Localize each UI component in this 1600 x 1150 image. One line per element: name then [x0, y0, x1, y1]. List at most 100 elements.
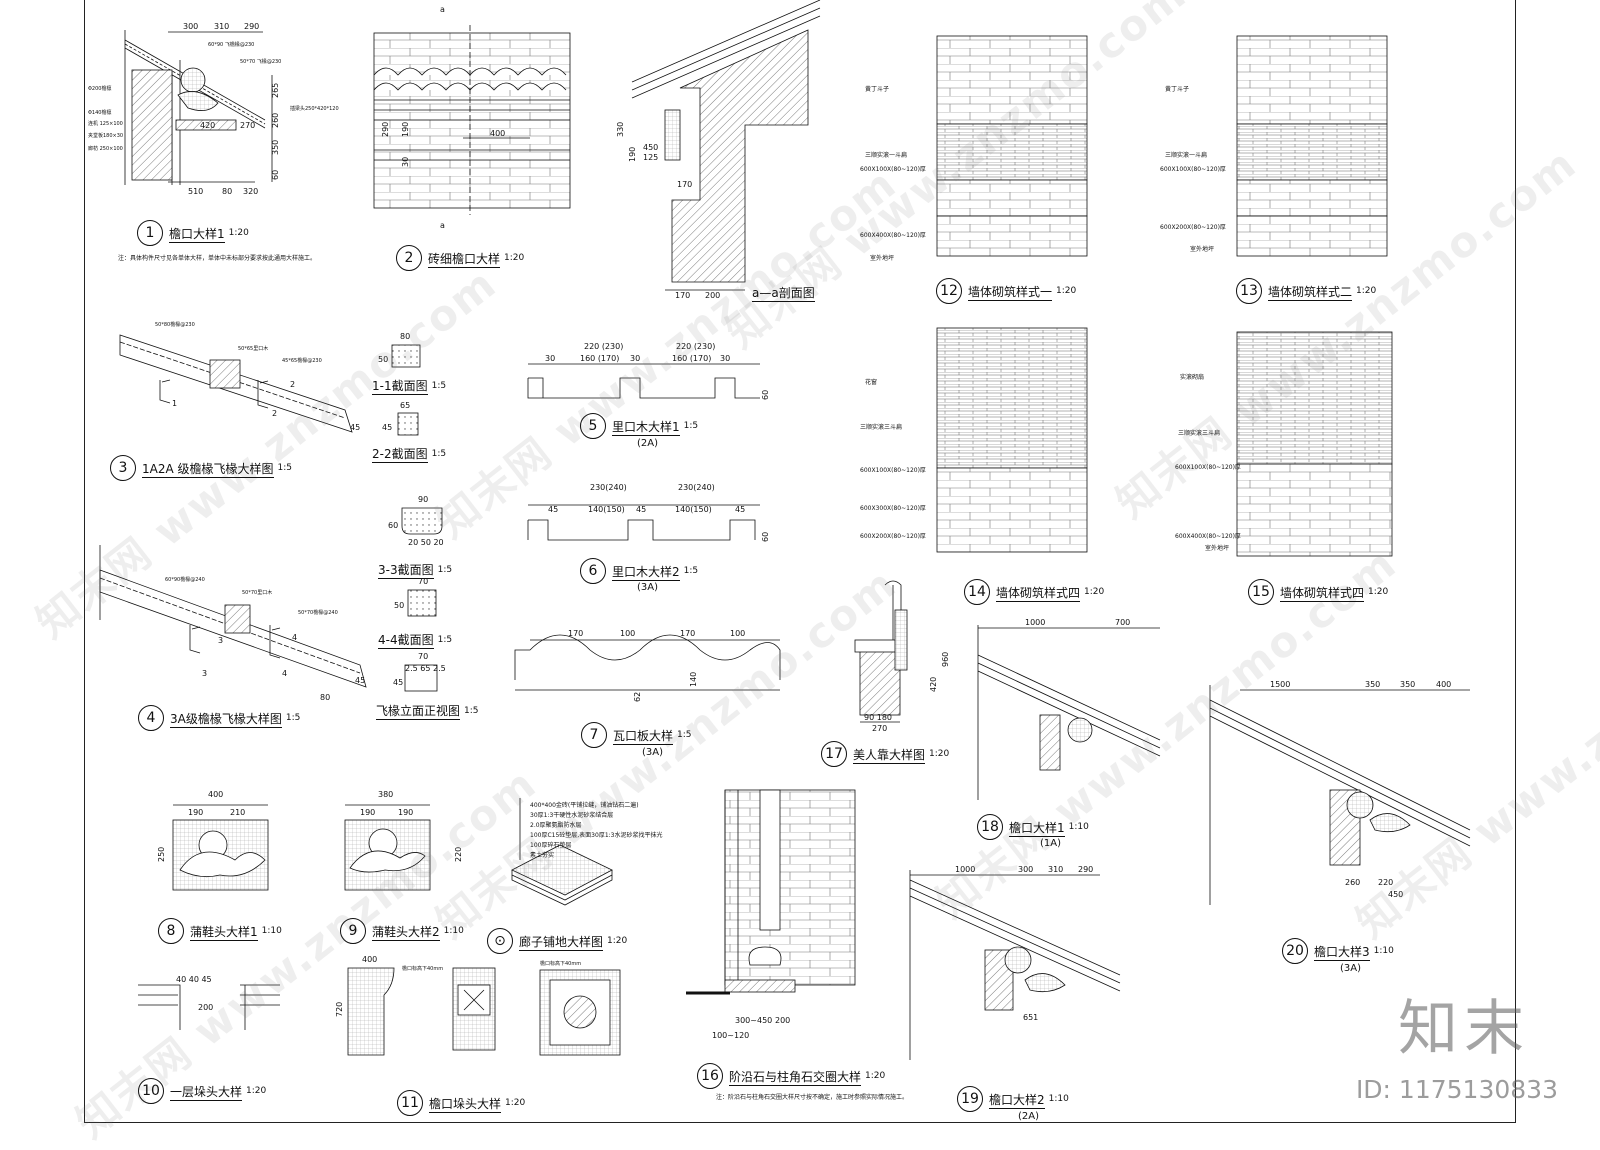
- detail-11-drawing: 400 720 檐口标高下40mm 檐口标高下40mm: [335, 955, 621, 1056]
- svg-text:330: 330: [616, 122, 625, 137]
- svg-text:60: 60: [388, 521, 398, 530]
- svg-text:廊枋 250×100: 廊枋 250×100: [88, 145, 123, 152]
- svg-text:60: 60: [761, 532, 770, 542]
- svg-text:Φ140檐檩: Φ140檐檩: [88, 109, 111, 116]
- svg-text:160 (170): 160 (170): [580, 354, 619, 363]
- image-id: ID: 1175130833: [1355, 1075, 1558, 1104]
- svg-text:60: 60: [271, 170, 280, 180]
- svg-text:270: 270: [872, 724, 887, 733]
- svg-text:1000: 1000: [1025, 618, 1045, 627]
- svg-text:700: 700: [1115, 618, 1130, 627]
- svg-text:400: 400: [1436, 680, 1451, 689]
- svg-text:200: 200: [705, 291, 720, 300]
- svg-text:60: 60: [761, 390, 770, 400]
- detail-10-drawing: 40 40 45 200: [138, 975, 280, 1030]
- svg-text:40 40 45: 40 40 45: [176, 975, 212, 984]
- svg-text:65: 65: [400, 401, 410, 410]
- wall-12-drawing: [936, 35, 1088, 257]
- svg-text:4: 4: [282, 669, 287, 678]
- detail-1-drawing: 300 310 290 510 80 320 265 260 350 60 60…: [88, 22, 339, 196]
- svg-text:a: a: [440, 221, 445, 230]
- svg-text:220: 220: [454, 847, 463, 862]
- svg-text:20 50 20: 20 50 20: [408, 538, 444, 547]
- svg-text:260: 260: [1345, 878, 1360, 887]
- wall-label: 黄丁斗子: [865, 86, 890, 93]
- detail-7-drawing: 170 100 170 100 62 140: [514, 629, 781, 702]
- wall-label: 600X200X(80~120)厚: [1160, 224, 1226, 231]
- wall-15-drawing: [1236, 331, 1393, 557]
- svg-text:170: 170: [680, 629, 695, 638]
- detail-20-subtitle: (3A): [1340, 963, 1362, 974]
- svg-text:350: 350: [1400, 680, 1415, 689]
- svg-text:420: 420: [929, 677, 938, 692]
- brand-logo: 知末: [1398, 994, 1530, 1064]
- wall-label: 600X400X(80~120)厚: [1175, 533, 1241, 540]
- svg-text:50: 50: [378, 355, 388, 364]
- svg-text:50*70 飞椽@230: 50*70 飞椽@230: [240, 58, 281, 65]
- cross-sections-drawing: 80 50 65 45 90 20 50 20 60 70 50 70 2.5 …: [378, 332, 446, 692]
- svg-text:3: 3: [218, 636, 223, 645]
- svg-text:30: 30: [630, 354, 640, 363]
- svg-text:400: 400: [208, 790, 223, 799]
- svg-text:100: 100: [730, 629, 745, 638]
- wall-label: 三顺实滚三斗扁: [1178, 430, 1221, 437]
- svg-text:450: 450: [643, 143, 658, 152]
- wall-label: 600X300X(80~120)厚: [860, 505, 926, 512]
- svg-text:45: 45: [350, 423, 360, 432]
- svg-text:230(240): 230(240): [590, 483, 627, 492]
- detail-16-drawing: 300~450 200 100~120: [686, 789, 856, 1040]
- section-a-drawing: 170 200 330 450 125 170 190: [616, 0, 821, 300]
- svg-text:80: 80: [400, 332, 410, 341]
- svg-text:190: 190: [360, 808, 375, 817]
- wall-label: 黄丁斗子: [1165, 86, 1190, 93]
- wall-label: 600X200X(80~120)厚: [860, 533, 926, 540]
- svg-text:檐口标高下40mm: 檐口标高下40mm: [402, 965, 443, 972]
- detail-6-subtitle: (3A): [637, 582, 659, 593]
- svg-text:3: 3: [202, 669, 207, 678]
- svg-text:90: 90: [418, 495, 428, 504]
- svg-text:1: 1: [172, 399, 177, 408]
- svg-text:60*90檐椽@240: 60*90檐椽@240: [165, 576, 205, 583]
- detail-17-drawing: 90 180 270 960 420: [854, 580, 950, 733]
- svg-text:230(240): 230(240): [678, 483, 715, 492]
- svg-text:50*70里口木: 50*70里口木: [242, 589, 272, 596]
- svg-text:45: 45: [636, 505, 646, 514]
- svg-text:50: 50: [394, 601, 404, 610]
- svg-text:45: 45: [355, 676, 365, 685]
- svg-text:270: 270: [240, 121, 255, 130]
- svg-text:1500: 1500: [1270, 680, 1290, 689]
- svg-text:250: 250: [157, 847, 166, 862]
- detail-8-drawing: 400 190 210 250: [157, 790, 269, 891]
- detail-1-note: 注：具体构件尺寸见各单体大样，单体中未标部分要求按此通用大样施工。: [118, 255, 317, 262]
- svg-text:2: 2: [272, 409, 277, 418]
- svg-text:50*80檐椽@230: 50*80檐椽@230: [155, 321, 195, 328]
- wall-label: 花窗: [865, 379, 878, 386]
- svg-text:400: 400: [362, 955, 377, 964]
- paving-layer: 100厚碎石垫层: [530, 842, 572, 849]
- wall-label: 三顺实滚一斗扁: [865, 152, 908, 159]
- wall-14-drawing: [936, 327, 1088, 553]
- detail-2-drawing: a a 400 290 190 30: [373, 5, 571, 230]
- svg-text:310: 310: [214, 22, 229, 31]
- svg-text:290: 290: [1078, 865, 1093, 874]
- svg-text:220 (230): 220 (230): [584, 342, 623, 351]
- detail-20-drawing: 1500 350 350 400 260 220 450: [1209, 680, 1471, 905]
- wall-label: 室外地坪: [1205, 545, 1230, 552]
- svg-text:45*65檐椽@230: 45*65檐椽@230: [282, 357, 322, 364]
- svg-text:2.5 65 2.5: 2.5 65 2.5: [405, 664, 446, 673]
- svg-text:651: 651: [1023, 1013, 1038, 1022]
